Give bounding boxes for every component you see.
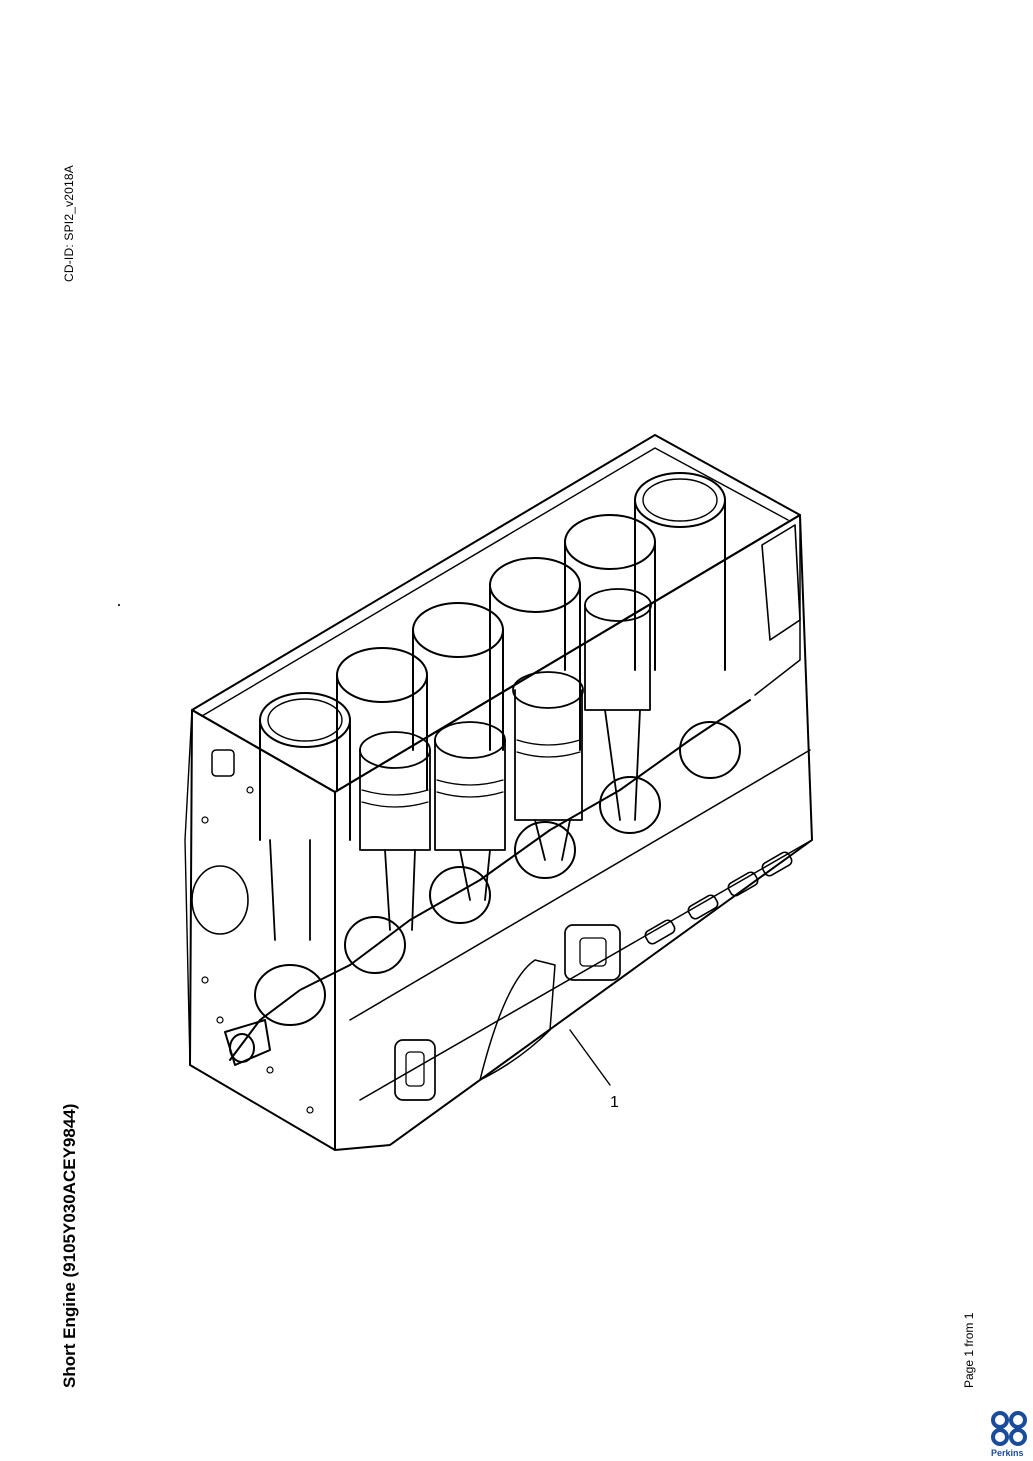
cover-plate-left (394, 1039, 436, 1101)
block-rear-face (189, 709, 336, 1151)
cd-id-label: CD-ID: SPI2_v2018A (62, 165, 76, 282)
logo-wordmark: Perkins (991, 1448, 1024, 1458)
cover-plate-mid (564, 924, 621, 981)
callout-leader (569, 1029, 611, 1086)
perkins-logo-icon (991, 1411, 1027, 1446)
short-engine-illustration (184, 434, 813, 1151)
cylinder-liners (259, 472, 726, 841)
block-top-deck (191, 434, 801, 793)
timing-case (761, 524, 801, 641)
rear-bore (191, 865, 249, 935)
speck-mark (118, 604, 120, 606)
connecting-rods (269, 709, 641, 941)
pistons (359, 588, 652, 851)
page-title: Short Engine (9105Y030ACEY9844) (60, 1103, 79, 1388)
callout-label: 1 (610, 1094, 619, 1111)
page-number: Page 1 from 1 (962, 1312, 976, 1388)
skirt-slots (644, 851, 793, 945)
crankshaft (224, 699, 751, 1066)
